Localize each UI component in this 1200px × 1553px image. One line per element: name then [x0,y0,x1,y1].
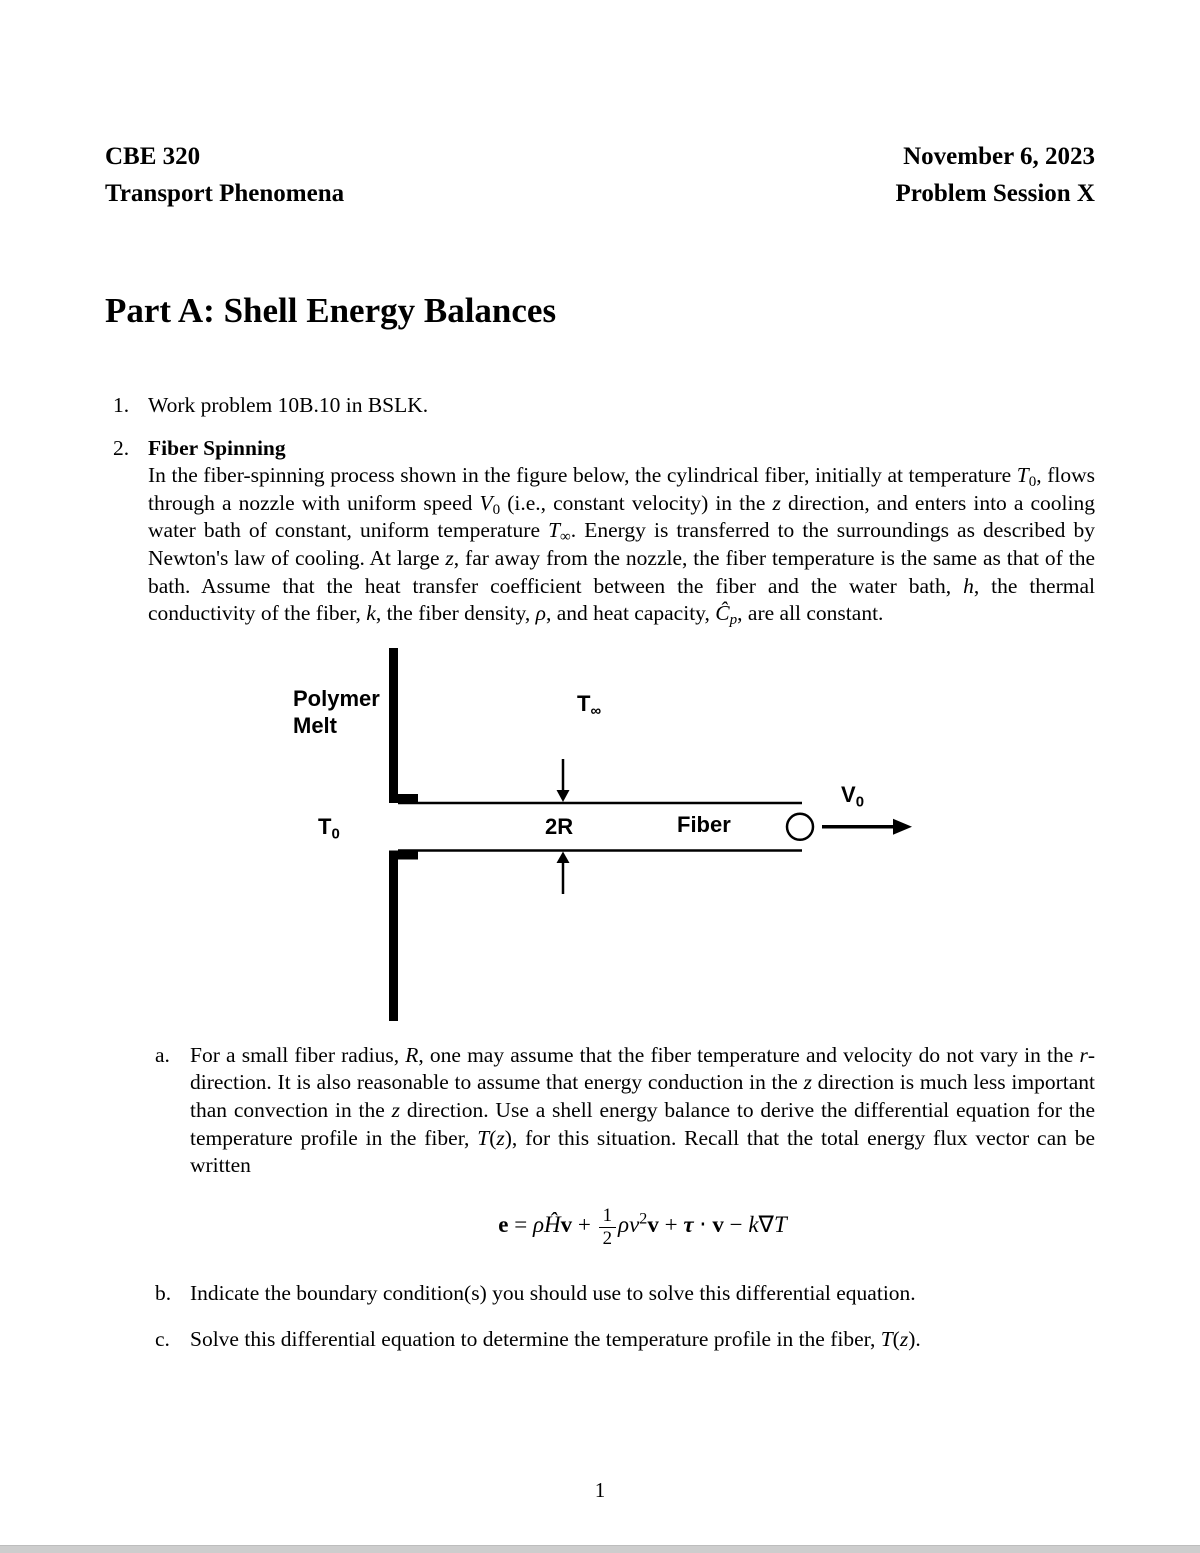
subpart-b: b. Indicate the boundary condition(s) yo… [155,1280,1095,1308]
document-header: CBE 320 Transport Phenomena November 6, … [105,138,1095,212]
header-right: November 6, 2023 Problem Session X [895,138,1095,212]
subpart-text: For a small fiber radius, R, one may ass… [190,1042,1095,1178]
session-title: Problem Session X [895,180,1095,207]
document-page: CBE 320 Transport Phenomena November 6, … [100,138,1100,1354]
problem-number: 1. [113,393,130,417]
subpart-text: Indicate the boundary condition(s) you s… [190,1281,916,1306]
document-date: November 6, 2023 [903,143,1095,170]
header-left: CBE 320 Transport Phenomena [105,138,344,212]
course-code: CBE 320 [105,143,201,170]
subpart-content: For a small fiber radius, R, one may ass… [190,1042,1095,1263]
fiber-label: Fiber [677,811,731,837]
velocity-label: V0 [841,781,865,811]
problem-text: In the fiber-spinning process shown in t… [148,463,1095,628]
diameter-label: 2R [545,813,574,839]
subpart-letter: b. [155,1281,172,1306]
velocity-arrow-head [893,818,912,835]
window-bottom-edge [0,1545,1200,1553]
fiber-end-cap [785,812,815,841]
bath-temperature-label: T∞ [577,690,602,720]
subpart-text: Solve this differential equation to dete… [190,1326,921,1351]
fiber-spinning-figure: Polymer Melt T∞ T0 2R Fiber V0 [100,643,1100,1028]
problem-heading: Fiber Spinning [148,435,286,460]
problem-content: Fiber Spinning In the fiber-spinning pro… [148,435,1095,628]
diameter-arrow-bottom-head [556,851,570,863]
page-number: 1 [594,1478,606,1502]
polymer-melt-label-line2: Melt [293,712,337,738]
polymer-melt-label-line1: Polymer [293,685,380,711]
initial-temperature-label: T0 [318,813,340,843]
subpart-letter: c. [155,1326,170,1351]
problem-text: Work problem 10B.10 in BSLK. [148,393,429,417]
fiber-spinning-diagram [389,647,912,1021]
diameter-arrow-top-head [556,789,570,802]
subpart-letter: a. [155,1042,170,1067]
problem-number: 2. [113,435,130,460]
problem-list: 1. Work problem 10B.10 in BSLK. 2. Fiber… [105,392,1095,628]
problem-item-1: 1. Work problem 10B.10 in BSLK. [105,392,1095,420]
course-name: Transport Phenomena [105,180,345,207]
subpart-c: c. Solve this differential equation to d… [155,1326,1095,1354]
subpart-list: a. For a small fiber radius, R, one may … [105,1042,1095,1354]
subpart-a: a. For a small fiber radius, R, one may … [155,1042,1095,1263]
section-title: Part A: Shell Energy Balances [105,291,557,330]
problem-item-2: 2. Fiber Spinning In the fiber-spinning … [105,435,1095,628]
polymer-melt-label: Polymer Melt [293,685,380,739]
